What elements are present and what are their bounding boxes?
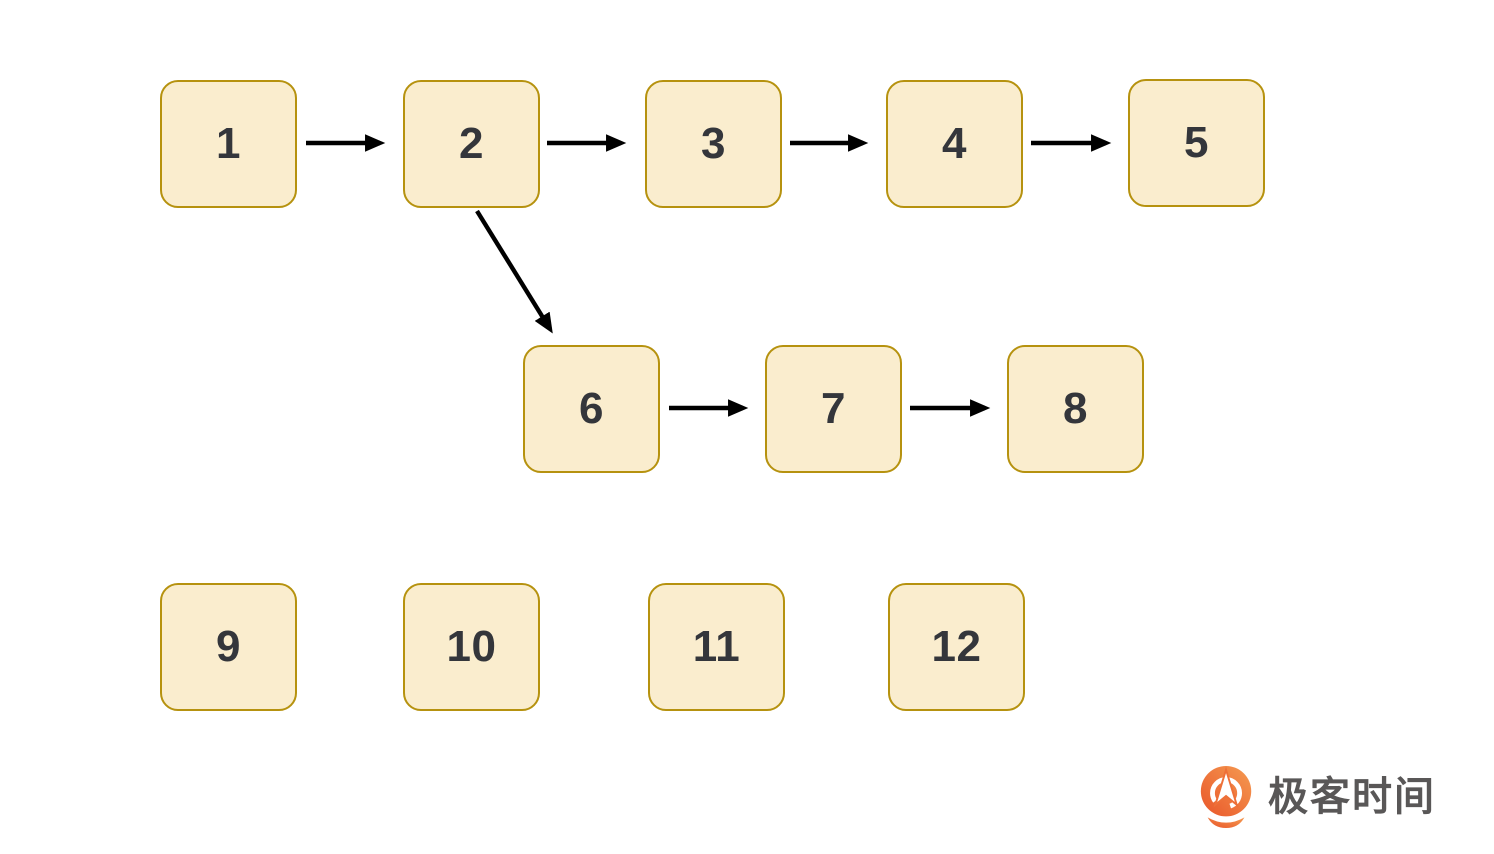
geektime-logo-text: 极客时间 xyxy=(1268,775,1436,819)
node-label-8: 8 xyxy=(1063,384,1088,433)
node-label-2: 2 xyxy=(459,119,484,168)
node-box-6: 6 xyxy=(523,345,660,473)
node-box-10: 10 xyxy=(403,583,540,711)
edge-2-6 xyxy=(475,209,553,334)
node-label-7: 7 xyxy=(821,384,846,433)
node-label-6: 6 xyxy=(579,384,604,433)
node-box-1: 1 xyxy=(160,80,297,208)
node-label-10: 10 xyxy=(446,622,497,671)
node-label-11: 11 xyxy=(692,622,741,671)
node-box-2: 2 xyxy=(403,80,540,208)
node-box-11: 11 xyxy=(648,583,785,711)
node-label-3: 3 xyxy=(701,119,726,168)
node-box-12: 12 xyxy=(888,583,1025,711)
node-label-4: 4 xyxy=(942,119,967,168)
node-label-1: 1 xyxy=(216,119,241,168)
node-box-5: 5 xyxy=(1128,79,1265,207)
node-label-5: 5 xyxy=(1184,118,1209,167)
geektime-pin-icon xyxy=(1200,766,1252,828)
node-box-7: 7 xyxy=(765,345,902,473)
node-box-4: 4 xyxy=(886,80,1023,208)
node-box-3: 3 xyxy=(645,80,782,208)
node-label-9: 9 xyxy=(216,622,241,671)
geektime-logo: 极客时间 xyxy=(1196,764,1436,830)
node-box-8: 8 xyxy=(1007,345,1144,473)
node-label-12: 12 xyxy=(931,622,982,671)
node-box-9: 9 xyxy=(160,583,297,711)
